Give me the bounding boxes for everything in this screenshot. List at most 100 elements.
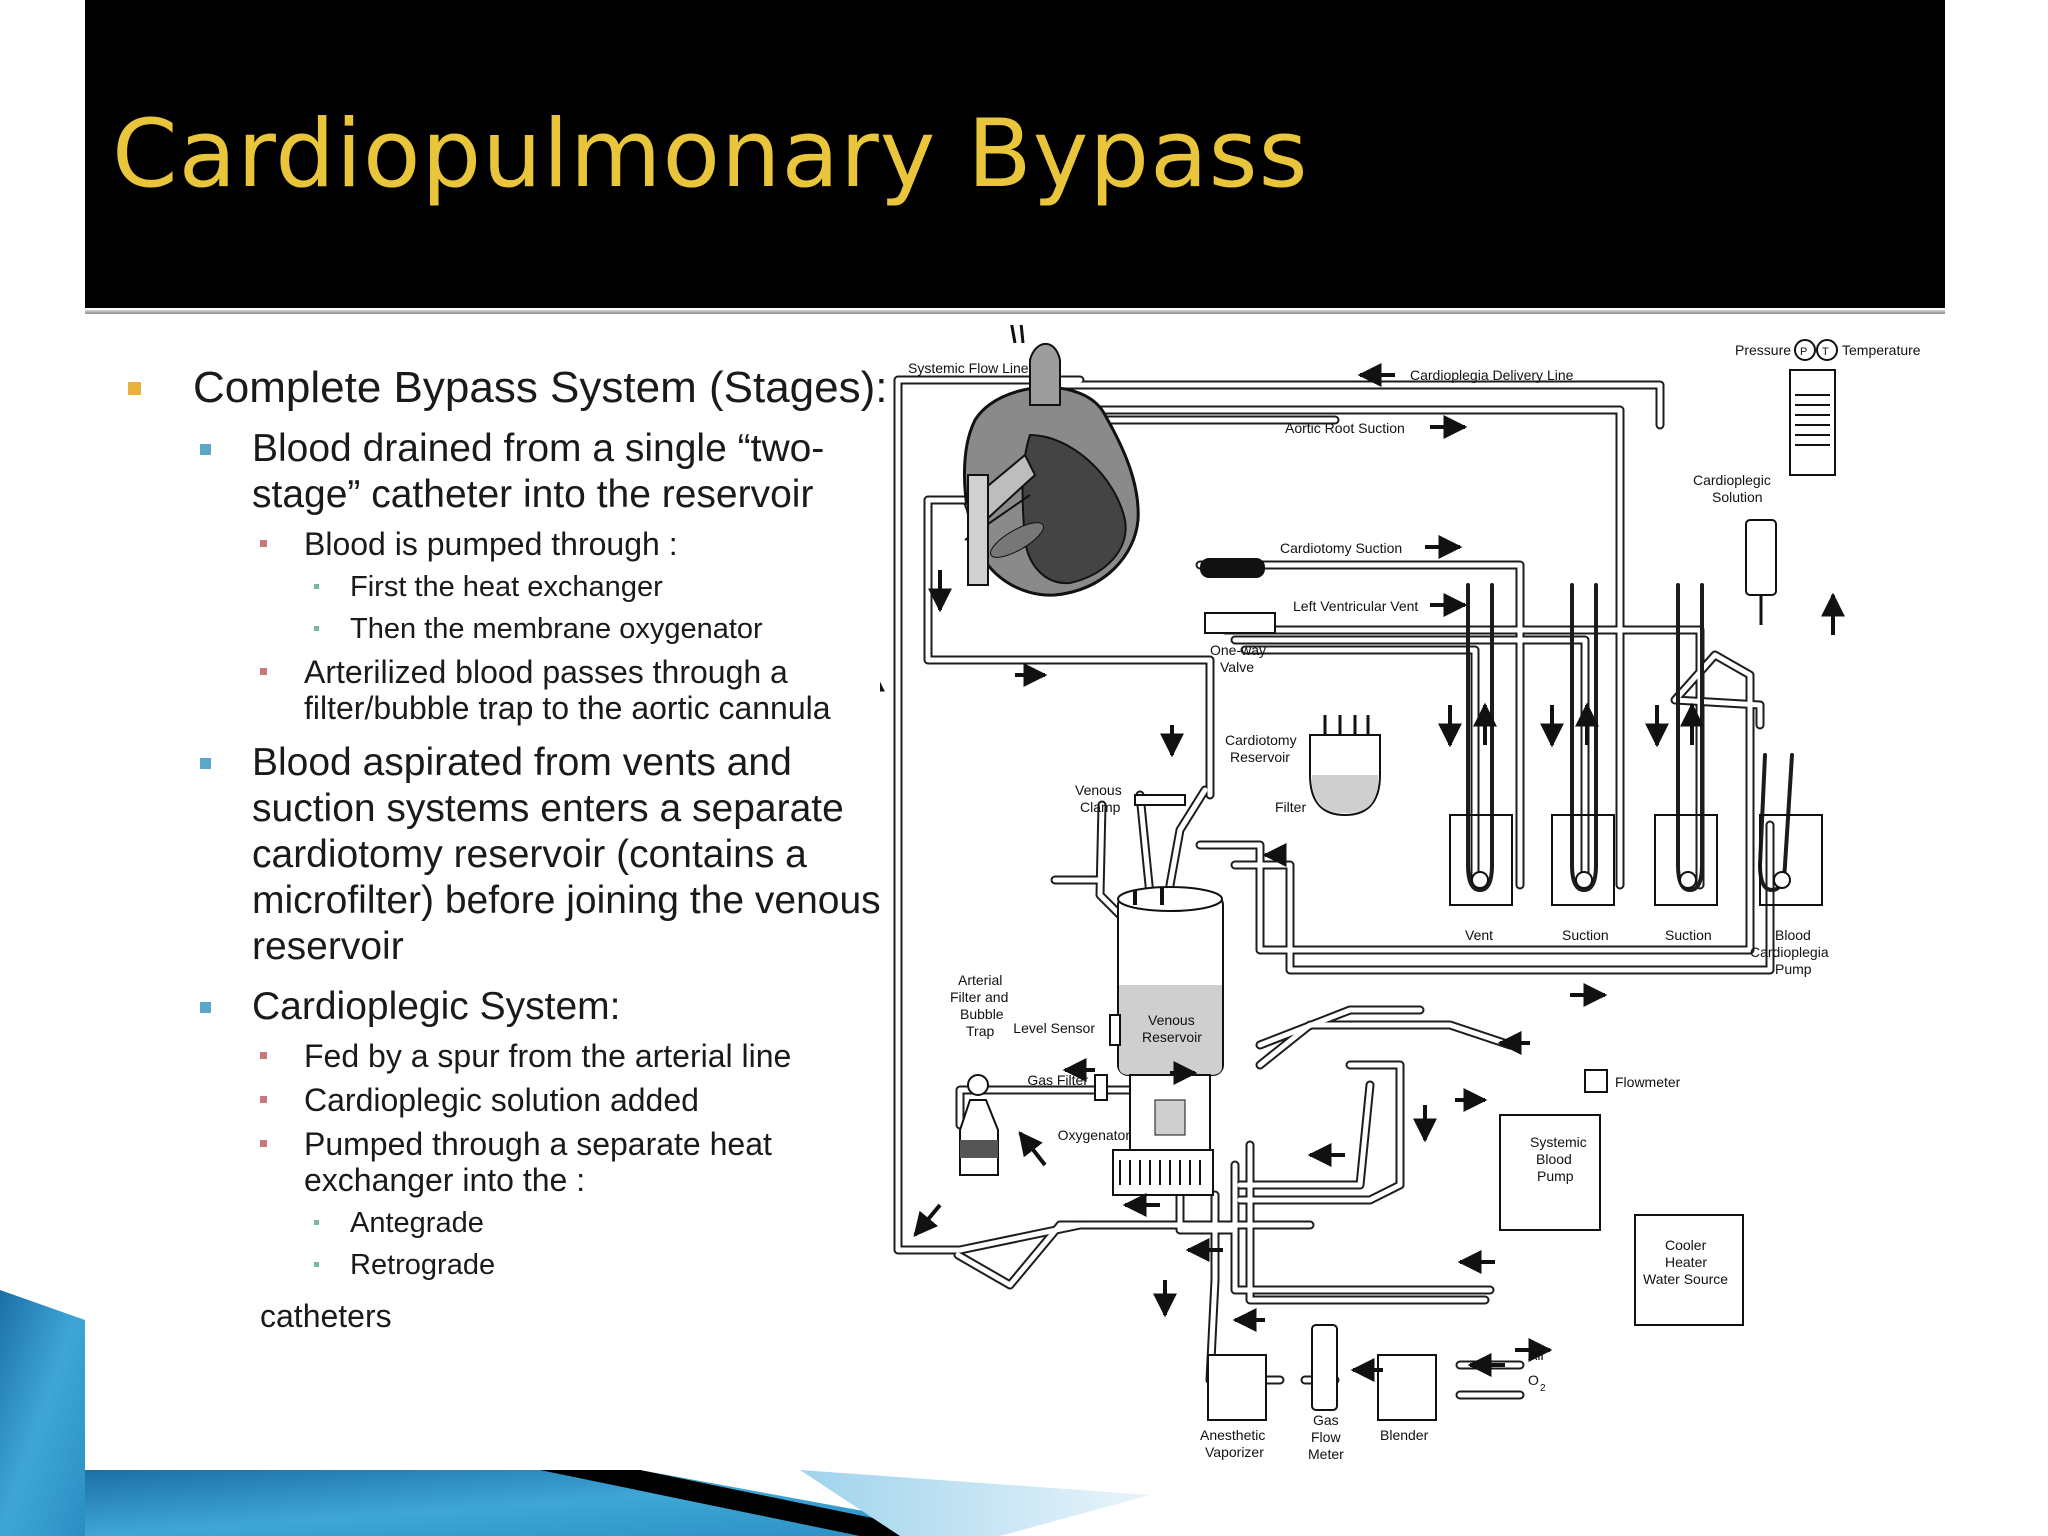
label-suction-1: Suction [1562, 927, 1609, 943]
footer-black-stripe [540, 1470, 960, 1536]
gas-flow-meter [1311, 1324, 1338, 1411]
cardioplegic-solution-bag [1745, 519, 1777, 625]
bullet-level4: Antegrade [314, 1206, 888, 1240]
square-bullet-icon [200, 444, 211, 455]
bullet-level2: Blood drained from a single “two-stage” … [200, 426, 888, 518]
label-o2: O [1528, 1372, 1539, 1388]
bullet-level2: Cardioplegic System: [200, 984, 888, 1030]
label-arterial-filter-3: Bubble [960, 1006, 1004, 1022]
bullet-level4: First the heat exchanger [314, 570, 888, 604]
label-gas-flow-meter: Gas [1313, 1412, 1339, 1428]
label-aortic-root-suction: Aortic Root Suction [1285, 420, 1405, 436]
label-gas-flow-meter-3: Meter [1308, 1446, 1344, 1460]
suction-pump-1 [1551, 814, 1615, 906]
footer-light-wedge [800, 1470, 1150, 1536]
pump-rollers [1471, 871, 1791, 889]
bullet-text: Then the membrane oxygenator [350, 613, 763, 645]
bullet-text: Cardioplegic solution added [304, 1082, 699, 1118]
bullet-text: Blood is pumped through : [304, 526, 678, 562]
square-bullet-icon [200, 1002, 211, 1013]
level-sensor [1109, 1014, 1121, 1046]
bullet-text: Antegrade [350, 1207, 484, 1239]
bullet-level4: Then the membrane oxygenator [314, 612, 888, 646]
footer-teal-wedge-left [0, 1290, 85, 1536]
label-blood-cardioplegia-pump: Blood [1775, 927, 1811, 943]
label-cooler-heater-2: Heater [1665, 1254, 1707, 1270]
gas-filter [1094, 1074, 1108, 1101]
label-left-ventricular-vent: Left Ventricular Vent [1293, 598, 1418, 614]
bullet-text: Blood aspirated from vents and suction s… [252, 741, 881, 968]
oxygenator [1112, 1074, 1214, 1196]
label-cooler-heater-3: Water Source [1643, 1271, 1728, 1287]
square-bullet-icon [314, 626, 319, 631]
label-venous-reservoir-2: Reservoir [1142, 1029, 1202, 1045]
label-systemic-blood-pump-3: Pump [1537, 1168, 1574, 1184]
venous-reservoir [1117, 886, 1224, 1076]
bullet-text: Pumped through a separate heat exchanger… [304, 1126, 772, 1198]
flowmeter [1584, 1069, 1608, 1093]
label-gas-flow-meter-2: Flow [1311, 1429, 1341, 1445]
heart-illustration [963, 325, 1140, 597]
label-cardiotomy-reservoir-2: Reservoir [1230, 749, 1290, 765]
label-venous-reservoir: Venous [1148, 1012, 1195, 1028]
bullet-text: Arterilized blood passes through a filte… [304, 654, 831, 726]
label-gauge-t: T [1822, 346, 1829, 358]
suction-pump-2 [1654, 814, 1718, 906]
label-vent: Vent [1465, 927, 1493, 943]
square-bullet-icon [260, 1140, 267, 1147]
cooler-heater-water-source [1634, 1214, 1744, 1326]
bullet-text: Cardioplegic System: [252, 985, 621, 1028]
label-cardioplegic-solution-2: Solution [1712, 489, 1763, 505]
cardioplegia-heat-exchanger [1789, 339, 1838, 476]
label-pressure: Pressure [1735, 342, 1791, 358]
label-cardiotomy-reservoir: Cardiotomy [1225, 732, 1297, 748]
square-bullet-icon [260, 540, 267, 547]
label-systemic-blood-pump: Systemic [1530, 1134, 1587, 1150]
bullet-continuation: catheters [260, 1298, 392, 1334]
label-cooler-heater: Cooler [1665, 1237, 1707, 1253]
bullet-level3: Blood is pumped through : [260, 526, 888, 562]
label-one-way-valve: One-way [1210, 642, 1266, 658]
square-bullet-icon [260, 1096, 267, 1103]
cardiotomy-reservoir [1309, 715, 1381, 817]
footer-teal-band [85, 1470, 1000, 1536]
arterial-filter-bubble-trap [959, 1074, 999, 1176]
label-o2-subscript: 2 [1540, 1383, 1546, 1394]
label-suction-2: Suction [1665, 927, 1712, 943]
bullet-level3: Fed by a spur from the arterial line [260, 1038, 888, 1074]
label-venous-clamp-2: Clamp [1080, 799, 1121, 815]
bullet-text: Complete Bypass System (Stages): [193, 363, 888, 412]
square-bullet-icon [260, 668, 267, 675]
label-arterial-filter-2: Filter and [950, 989, 1008, 1005]
blender [1377, 1354, 1437, 1421]
bullet-text: First the heat exchanger [350, 571, 663, 603]
label-blender: Blender [1380, 1427, 1429, 1443]
square-bullet-icon [128, 382, 141, 395]
footer-decoration [0, 1290, 1150, 1536]
label-systemic-blood-pump-2: Blood [1536, 1151, 1572, 1167]
systemic-blood-pump [1499, 1114, 1601, 1231]
bullet-text: Fed by a spur from the arterial line [304, 1038, 792, 1074]
label-gauge-p: P [1800, 346, 1807, 358]
pressure-gauge-icon [1794, 339, 1816, 361]
label-arterial-filter-4: Trap [966, 1023, 994, 1039]
label-anesthetic-vaporizer-2: Vaporizer [1205, 1444, 1264, 1460]
label-cardiotomy-suction: Cardiotomy Suction [1280, 540, 1402, 556]
bullet-level3: Arterilized blood passes through a filte… [260, 654, 888, 726]
slide-title: Cardiopulmonary Bypass [112, 100, 1309, 209]
square-bullet-icon [314, 584, 319, 589]
label-temperature: Temperature [1842, 342, 1921, 358]
bypass-circuit-diagram: Systemic Flow Line Cardioplegia Delivery… [880, 325, 1921, 1460]
bullet-level2: Blood aspirated from vents and suction s… [200, 740, 888, 970]
label-blood-cardioplegia-pump-2: Cardioplegia [1750, 944, 1829, 960]
square-bullet-icon [200, 758, 211, 769]
square-bullet-icon [314, 1220, 319, 1225]
one-way-valve [1204, 612, 1276, 634]
bullet-level1: Complete Bypass System (Stages): [128, 362, 888, 414]
bullet-list: Complete Bypass System (Stages): Blood d… [128, 362, 888, 1334]
bullet-level3: Pumped through a separate heat exchanger… [260, 1126, 888, 1198]
label-systemic-flow-line: Systemic Flow Line [908, 360, 1029, 376]
header-divider [85, 310, 1945, 314]
label-one-way-valve-2: Valve [1220, 659, 1254, 675]
